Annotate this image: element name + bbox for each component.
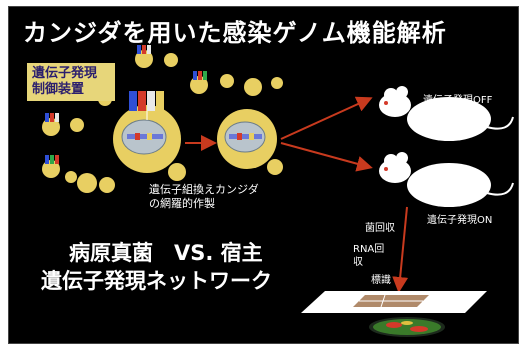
recombinant-yeast-cell bbox=[217, 109, 283, 175]
recombinant-caption: 遺伝子組換えカンジダ の網羅的作製 bbox=[149, 183, 259, 211]
network-heading: 遺伝子発現ネットワーク bbox=[41, 269, 272, 293]
slide: カンジダを用いた感染ゲノム機能解析 遺伝子発現 制御装置 遺伝子組換えカンジダ … bbox=[8, 6, 519, 344]
control-device-line-1: 遺伝子発現 bbox=[32, 66, 98, 81]
large-yeast-cell bbox=[113, 91, 186, 181]
labeling-label: 標識 bbox=[371, 275, 391, 286]
expression-on-label: 遺伝子発現ON bbox=[427, 215, 493, 226]
rna-recovery-line-2: 収 bbox=[353, 257, 363, 268]
pathogen-vs-host-heading: 病原真菌 VS. 宿主 bbox=[69, 241, 263, 265]
expression-off-label: 遺伝子発現OFF bbox=[423, 95, 493, 106]
control-device-line-2: 制御装置 bbox=[32, 82, 85, 97]
recombinant-caption-line-2: の網羅的作製 bbox=[149, 197, 215, 210]
slide-artwork bbox=[42, 45, 514, 337]
rna-recovery-label: RNA回 収 bbox=[353, 243, 384, 269]
mouse-on bbox=[379, 152, 514, 207]
microarray-slide bbox=[301, 291, 487, 313]
control-device-label: 遺伝子発現 制御装置 bbox=[27, 63, 115, 101]
rna-recovery-line-1: RNA回 bbox=[353, 244, 385, 255]
recombinant-caption-line-1: 遺伝子組換えカンジダ bbox=[149, 183, 259, 196]
microarray-spots bbox=[369, 317, 445, 337]
mouse-off bbox=[379, 86, 514, 141]
process-arrows bbox=[185, 96, 409, 293]
slide-title: カンジダを用いた感染ゲノム機能解析 bbox=[23, 19, 447, 47]
fungus-recovery-label: 菌回収 bbox=[365, 223, 395, 234]
